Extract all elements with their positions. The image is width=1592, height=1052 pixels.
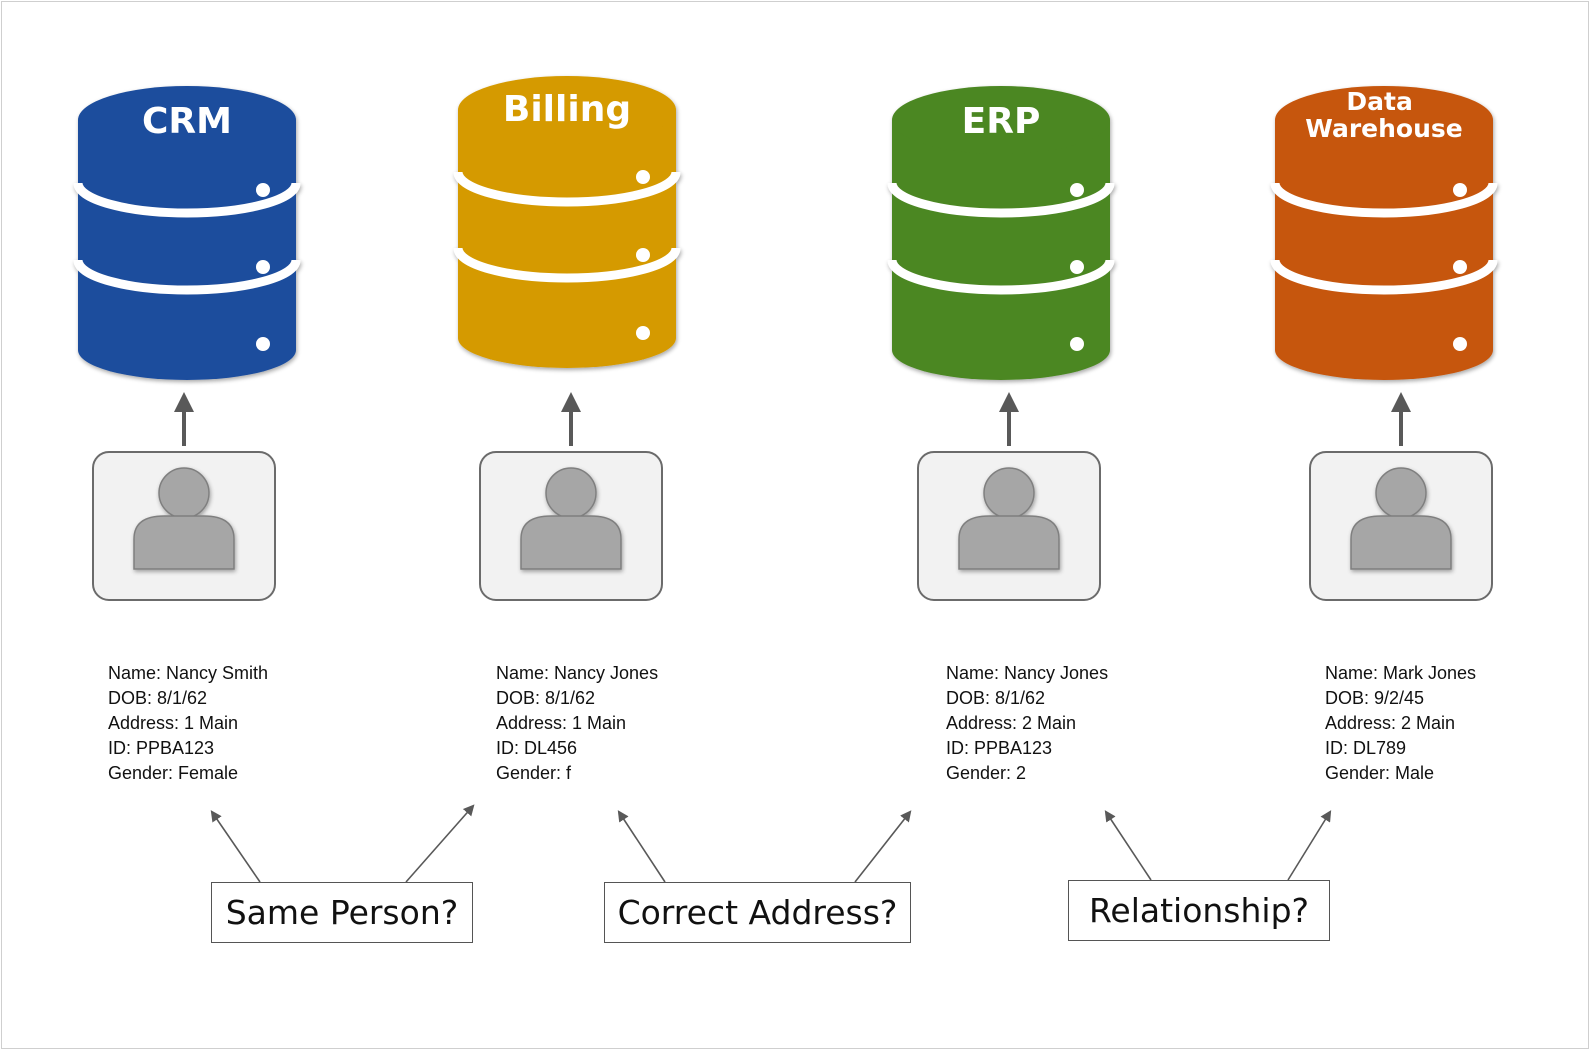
person-record-erp: Name: Nancy Jones DOB: 8/1/62 Address: 2… [946, 661, 1108, 786]
record-id: ID: DL456 [496, 738, 578, 758]
record-gender: Gender: 2 [946, 763, 1027, 783]
record-address: Address: 2 Main [1325, 713, 1456, 733]
question-arrows [210, 804, 1332, 883]
database-icon [73, 86, 301, 380]
person-record-billing: Name: Nancy Jones DOB: 8/1/62 Address: 1… [496, 661, 658, 786]
record-dob: DOB: 8/1/62 [108, 688, 208, 708]
person-icon [133, 467, 235, 570]
record-id: ID: PPBA123 [108, 738, 215, 758]
person-icon [958, 467, 1060, 570]
record-name: Name: Nancy Jones [496, 663, 659, 683]
record-name: Name: Mark Jones [1325, 663, 1477, 683]
arrow-up-icon [1391, 392, 1411, 446]
database-data-warehouse: Data Warehouse [1270, 86, 1498, 380]
arrow-connector [405, 804, 475, 883]
question-box-relationship: Relationship? [1068, 880, 1330, 941]
record-name: Name: Nancy Jones [946, 663, 1109, 683]
arrow-up-icon [561, 392, 581, 446]
person-record-crm: Name: Nancy Smith DOB: 8/1/62 Address: 1… [108, 661, 268, 786]
arrows-up [174, 392, 1411, 446]
record-dob: DOB: 9/2/45 [1325, 688, 1425, 708]
database-icon [887, 86, 1115, 380]
record-dob: DOB: 8/1/62 [946, 688, 1046, 708]
question-box-correct-address: Correct Address? [604, 882, 911, 943]
person-icon [520, 467, 622, 570]
arrow-connector [1104, 810, 1152, 881]
record-address: Address: 1 Main [496, 713, 627, 733]
arrow-up-icon [174, 392, 194, 446]
record-name: Name: Nancy Smith [108, 663, 269, 683]
person-card [917, 451, 1101, 601]
record-id: ID: DL789 [1325, 738, 1407, 758]
database-title-crm: CRM [142, 101, 232, 142]
database-billing: Billing [453, 76, 681, 368]
arrow-connector [1287, 810, 1332, 881]
arrow-connector [854, 810, 912, 883]
record-dob: DOB: 8/1/62 [496, 688, 596, 708]
person-icon [1350, 467, 1452, 570]
database-title-erp: ERP [962, 101, 1041, 142]
record-gender: Gender: f [496, 763, 572, 783]
person-card [1309, 451, 1493, 601]
database-icon [453, 76, 681, 368]
database-crm: CRM [73, 86, 301, 380]
person-card [92, 451, 276, 601]
question-box-same-person: Same Person? [211, 882, 473, 943]
record-id: ID: PPBA123 [946, 738, 1053, 758]
record-gender: Gender: Female [108, 763, 239, 783]
database-icon [1270, 86, 1498, 380]
database-title-data-warehouse: Data Warehouse [1305, 87, 1462, 143]
arrow-connector [617, 810, 666, 883]
person-card [479, 451, 663, 601]
record-address: Address: 2 Main [946, 713, 1077, 733]
person-record-data-warehouse: Name: Mark Jones DOB: 9/2/45 Address: 2 … [1325, 661, 1476, 786]
database-title-billing: Billing [503, 89, 631, 130]
arrow-up-icon [999, 392, 1019, 446]
record-gender: Gender: Male [1325, 763, 1435, 783]
database-erp: ERP [887, 86, 1115, 380]
record-address: Address: 1 Main [108, 713, 239, 733]
arrow-connector [210, 810, 261, 883]
